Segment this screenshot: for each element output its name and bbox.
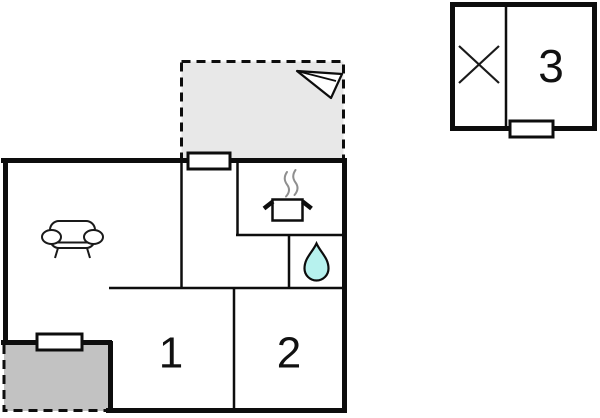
interior-walls bbox=[109, 161, 344, 410]
x-marker-line-2 bbox=[458, 45, 500, 84]
direction-arrow-fold-line bbox=[296, 70, 337, 82]
annex-building: 3 bbox=[450, 2, 597, 139]
sofa-armrest-right bbox=[83, 229, 104, 245]
pot-handle-right bbox=[301, 199, 313, 211]
outer-walls bbox=[1, 158, 347, 413]
steam-line-left bbox=[283, 171, 290, 198]
direction-arrow-body bbox=[295, 69, 344, 100]
pot-handle-left bbox=[262, 199, 275, 211]
room-2-label: 2 bbox=[277, 329, 301, 378]
cooking-pot-icon bbox=[262, 169, 313, 222]
sofa-icon bbox=[41, 220, 104, 259]
terrace-door bbox=[35, 332, 84, 352]
annex-outline bbox=[450, 2, 597, 131]
sofa-leg-left bbox=[54, 247, 59, 259]
x-marker-icon bbox=[458, 45, 500, 84]
annex-door bbox=[508, 119, 555, 139]
room-3-label: 3 bbox=[538, 40, 564, 92]
pot-body bbox=[271, 198, 304, 222]
room-1-label: 1 bbox=[159, 329, 183, 378]
sofa-leg-right bbox=[86, 247, 91, 259]
water-drop-icon bbox=[303, 240, 330, 282]
terrace-bottom-dashed-border bbox=[2, 345, 110, 412]
steam-icon bbox=[283, 169, 299, 198]
steam-line-right bbox=[292, 169, 299, 196]
main-entrance-door bbox=[186, 151, 232, 171]
terrace-bottom bbox=[4, 345, 109, 411]
direction-arrow-icon bbox=[295, 69, 344, 100]
sofa-armrest-left bbox=[41, 229, 62, 245]
